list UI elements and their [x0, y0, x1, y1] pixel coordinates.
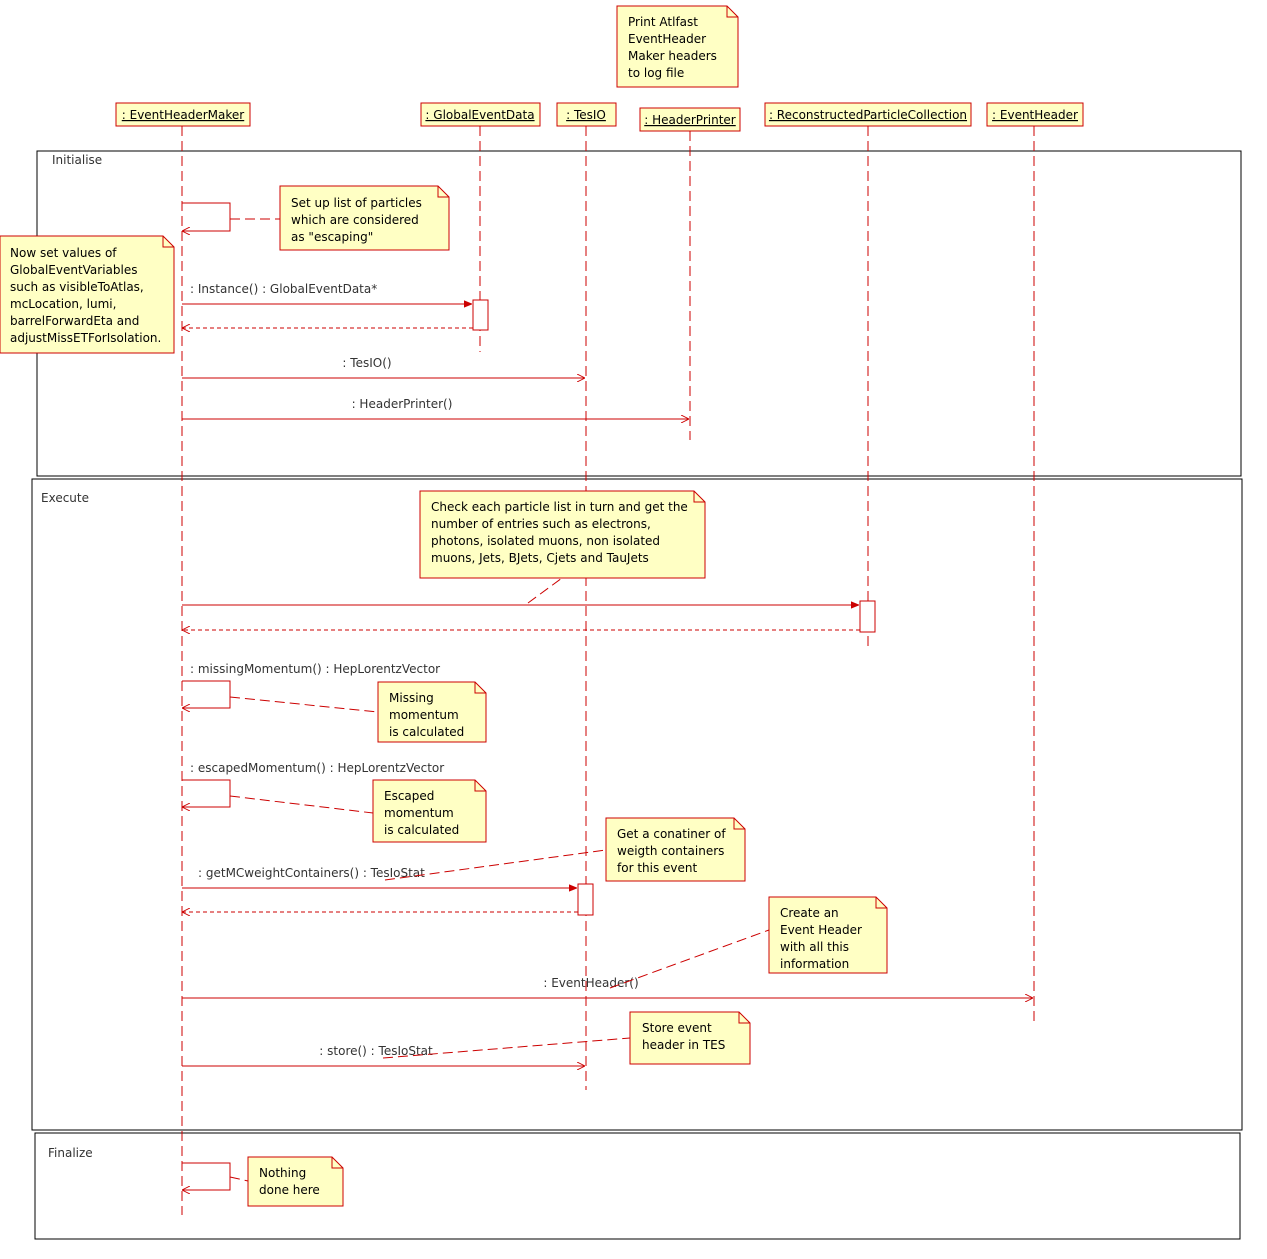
note-create-header: Create an Event Header with all this inf…	[768, 896, 888, 974]
frame-finalize-label: Finalize	[48, 1146, 93, 1160]
note-global-vars-line: Now set values of	[10, 246, 117, 260]
connector-missing-calc	[229, 696, 379, 713]
object-tesio[interactable]: : TesIO	[556, 102, 617, 127]
note-store-header-line: Store event	[642, 1021, 712, 1035]
note-create-header-line: information	[780, 957, 849, 971]
object-headerprinter-label: : HeaderPrinter	[644, 113, 736, 127]
note-setup-particles-line: which are considered	[291, 213, 419, 227]
connector-store-header	[382, 1037, 631, 1059]
note-connectors	[229, 218, 770, 1182]
note-missing-calc-line: is calculated	[389, 725, 464, 739]
note-global-vars: Now set values of GlobalEventVariables s…	[0, 235, 175, 354]
note-check-each-line: muons, Jets, BJets, Cjets and TauJets	[431, 551, 649, 565]
note-nothing-done-line: Nothing	[259, 1166, 306, 1180]
message-self-setup	[182, 202, 231, 231]
note-missing-calc: Missing momentum is calculated	[377, 681, 487, 743]
activation-reconstructedparticlecollection	[859, 600, 876, 633]
note-global-vars-line: barrelForwardEta and	[10, 314, 139, 328]
note-setup-particles-line: as "escaping"	[291, 230, 373, 244]
note-escaped-calc-line: is calculated	[384, 823, 459, 837]
note-get-container-line: Get a conatiner of	[617, 827, 726, 841]
note-check-each-line: photons, isolated muons, non isolated	[431, 534, 660, 548]
note-print-headers-line: EventHeader	[628, 32, 706, 46]
note-print-headers: Print Atlfast EventHeader Maker headers …	[616, 5, 739, 88]
message-tesio-label: : TesIO()	[342, 356, 391, 370]
object-globaleventdata-label: : GlobalEventData	[425, 108, 534, 122]
note-global-vars-line: mcLocation, lumi,	[10, 297, 116, 311]
note-check-each-line: Check each particle list in turn and get…	[431, 500, 688, 514]
note-print-headers-line: Print Atlfast	[628, 15, 698, 29]
object-eventheader-label: : EventHeader	[992, 108, 1078, 122]
note-escaped-calc: Escaped momentum is calculated	[372, 779, 487, 843]
object-eventheadermaker[interactable]: : EventHeaderMaker	[115, 102, 251, 127]
note-nothing-done-line: done here	[259, 1183, 320, 1197]
note-print-headers-line: Maker headers	[628, 49, 717, 63]
note-global-vars-line: adjustMissETForIsolation.	[10, 331, 161, 345]
connector-get-container	[384, 849, 607, 881]
lifelines	[181, 126, 1035, 1215]
message-escaped-momentum-label: : escapedMomentum() : HepLorentzVector	[190, 761, 444, 775]
note-create-header-line: with all this	[780, 940, 849, 954]
message-get-mc-weight-label: : getMCweightContainers() : TesIoStat	[198, 866, 425, 880]
note-escaped-calc-line: momentum	[384, 806, 454, 820]
activations	[472, 299, 876, 916]
frame-execute-label: Execute	[41, 491, 89, 505]
note-create-header-line: Create an	[780, 906, 839, 920]
frame-initialise: Initialise	[36, 150, 1242, 477]
note-global-vars-line: GlobalEventVariables	[10, 263, 138, 277]
message-instance: : Instance() : GlobalEventData*	[182, 282, 472, 304]
note-create-header-line: Event Header	[780, 923, 862, 937]
message-store: : store() : TesIoStat	[182, 1044, 585, 1066]
note-global-vars-line: such as visibleToAtlas,	[10, 280, 144, 294]
note-nothing-done: Nothing done here	[247, 1156, 344, 1207]
note-check-each: Check each particle list in turn and get…	[419, 490, 706, 579]
frame-execute: Execute	[31, 478, 1243, 1131]
message-headerprinter: : HeaderPrinter()	[182, 397, 689, 419]
message-missing-momentum-label: : missingMomentum() : HepLorentzVector	[190, 662, 440, 676]
note-setup-particles: Set up list of particles which are consi…	[279, 185, 450, 251]
note-missing-calc-line: momentum	[389, 708, 459, 722]
message-escaped-momentum: : escapedMomentum() : HepLorentzVector	[182, 761, 444, 807]
message-instance-label: : Instance() : GlobalEventData*	[190, 282, 377, 296]
object-headerprinter[interactable]: : HeaderPrinter	[639, 107, 741, 132]
frame-finalize: Finalize	[34, 1132, 1241, 1240]
object-reconstructedparticlecollection[interactable]: : ReconstructedParticleCollection	[764, 102, 972, 127]
connector-check-each	[527, 577, 563, 604]
message-get-mc-weight: : getMCweightContainers() : TesIoStat	[182, 866, 577, 888]
object-globaleventdata[interactable]: : GlobalEventData	[420, 102, 541, 127]
note-setup-particles-line: Set up list of particles	[291, 196, 422, 210]
object-eventheadermaker-label: : EventHeaderMaker	[122, 108, 245, 122]
object-tesio-label: : TesIO	[566, 108, 606, 122]
note-missing-calc-line: Missing	[389, 691, 434, 705]
activation-tesio	[577, 883, 594, 916]
activation-globaleventdata	[472, 299, 489, 331]
note-get-container: Get a conatiner of weigth containers for…	[605, 817, 746, 882]
object-reconstructedparticlecollection-label: : ReconstructedParticleCollection	[769, 108, 967, 122]
note-store-header-line: header in TES	[642, 1038, 725, 1052]
note-escaped-calc-line: Escaped	[384, 789, 434, 803]
frame-initialise-label: Initialise	[52, 153, 102, 167]
note-get-container-line: weigth containers	[617, 844, 724, 858]
connector-create-header	[609, 929, 770, 989]
object-eventheader[interactable]: : EventHeader	[986, 102, 1084, 127]
connector-nothing-done	[229, 1176, 249, 1182]
note-get-container-line: for this event	[617, 861, 697, 875]
note-store-header: Store event header in TES	[629, 1011, 751, 1065]
message-missing-momentum: : missingMomentum() : HepLorentzVector	[182, 662, 440, 708]
connector-escaped-calc	[229, 795, 374, 814]
note-print-headers-line: to log file	[628, 66, 684, 80]
message-tesio: : TesIO()	[182, 356, 585, 378]
note-check-each-line: number of entries such as electrons,	[431, 517, 651, 531]
message-event-header: : EventHeader()	[182, 976, 1033, 998]
message-store-label: : store() : TesIoStat	[319, 1044, 433, 1058]
message-finalize-self	[182, 1162, 231, 1190]
message-headerprinter-label: : HeaderPrinter()	[352, 397, 453, 411]
